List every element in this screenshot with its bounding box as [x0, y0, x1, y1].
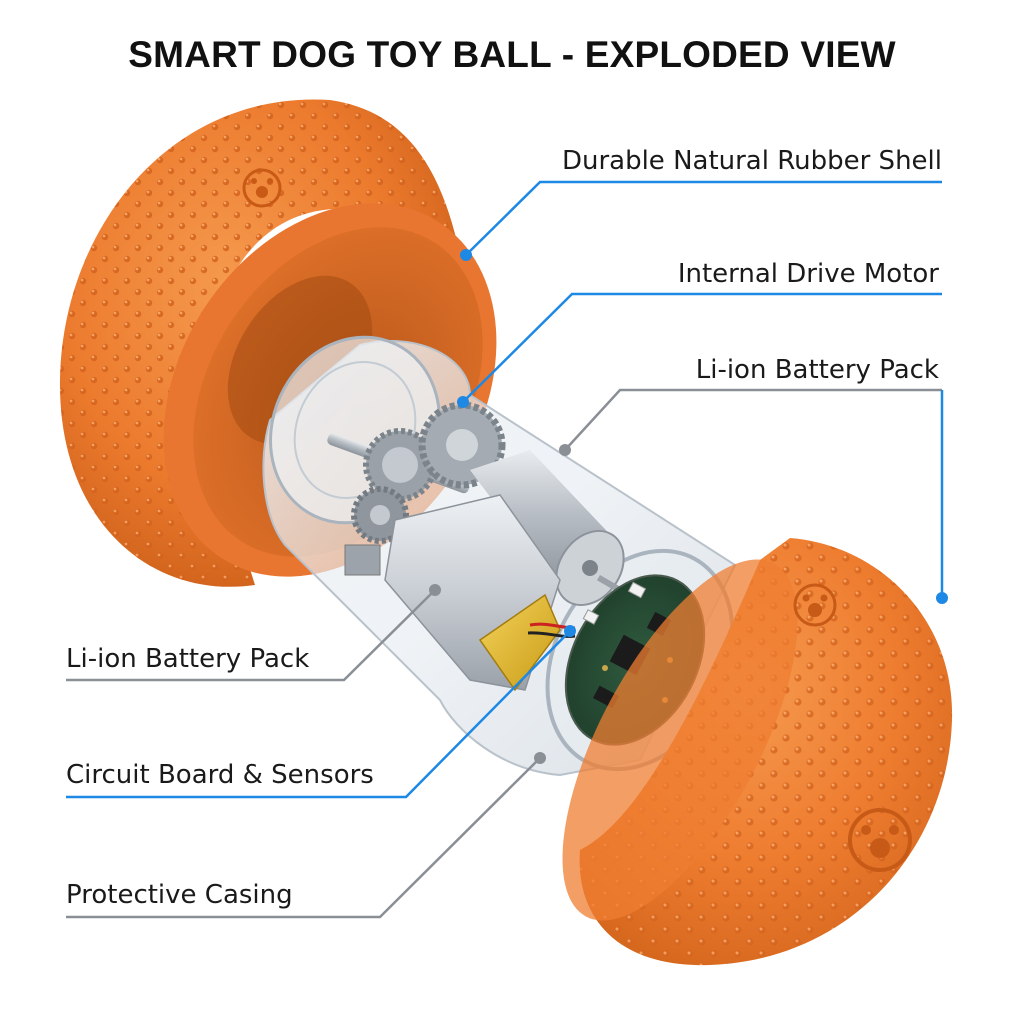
label-drive-motor: Internal Drive Motor	[678, 258, 939, 290]
callout-dot-battery-left	[429, 584, 441, 596]
callout-dot-circuit-board	[564, 625, 576, 637]
callout-dot-battery-right	[559, 444, 571, 456]
label-rubber-shell: Durable Natural Rubber Shell	[562, 145, 942, 177]
label-battery-left: Li-ion Battery Pack	[66, 643, 309, 675]
callout-line-rubber-shell	[466, 182, 942, 255]
callout-dot-right-shell	[936, 592, 948, 604]
callout-line-battery-right	[565, 390, 942, 450]
callout-dot-casing	[534, 752, 546, 764]
callout-dot-rubber-shell	[460, 249, 472, 261]
label-battery-right: Li-ion Battery Pack	[696, 354, 939, 386]
label-casing: Protective Casing	[66, 879, 293, 911]
label-circuit-board: Circuit Board & Sensors	[66, 759, 374, 791]
callout-dot-drive-motor	[457, 396, 469, 408]
